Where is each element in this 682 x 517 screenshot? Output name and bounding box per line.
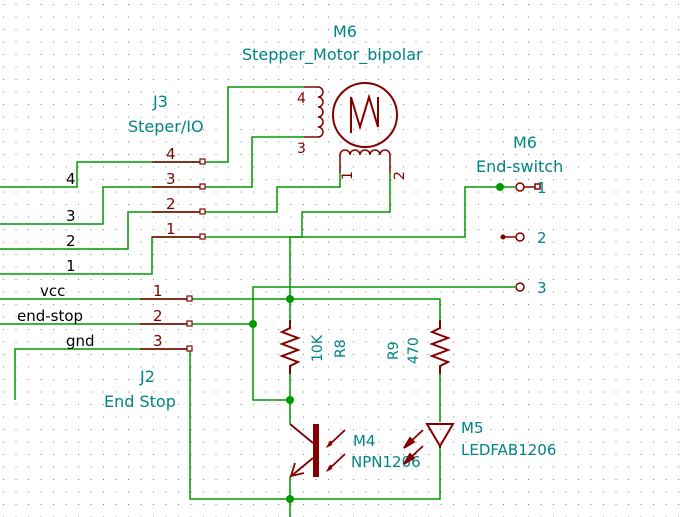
- switch-value: End-switch: [476, 157, 563, 176]
- junction-dot: [249, 320, 257, 328]
- wire-endstop-bus: [190, 286, 515, 325]
- wires: [0, 86, 515, 517]
- pin-square: [186, 345, 193, 352]
- m5-ref: M5: [461, 419, 484, 437]
- net-label-2: 2: [66, 232, 76, 250]
- led-triangle: [425, 423, 455, 448]
- motor-glyph: [350, 93, 379, 133]
- transistor-m4: M4 NPN1206: [289, 423, 421, 478]
- r8-ref: R8: [333, 339, 349, 358]
- j2-pin-3: 3: [153, 332, 163, 350]
- net-label-4: 4: [66, 170, 76, 188]
- motor-pin-2: 2: [392, 171, 408, 180]
- j2-value: End Stop: [104, 392, 176, 411]
- switch-pin-3: 3: [537, 279, 547, 297]
- pin-square: [199, 158, 206, 165]
- j3-pin-3: 3: [166, 170, 176, 188]
- motor-pin-3: 3: [297, 141, 306, 157]
- r9-value: 470: [406, 337, 422, 364]
- net-label-3: 3: [66, 207, 76, 225]
- wire-vcc-bus: [190, 298, 441, 320]
- switch-contact-1: [515, 182, 525, 192]
- j2-ref: J2: [139, 367, 155, 386]
- led-m5: M5 LEDFAB1206: [403, 419, 556, 465]
- pin-square: [186, 320, 193, 327]
- junctions: [249, 183, 504, 503]
- transistor-collector: [289, 423, 314, 444]
- coil-a: [304, 86, 324, 138]
- wire-net-4: [0, 161, 200, 188]
- junction-dot: [286, 295, 294, 303]
- wire-j3-2-motor: [205, 173, 341, 213]
- connector-j2: 1 2 3 J2 End Stop: [104, 282, 193, 411]
- r9-zigzag: [429, 320, 451, 374]
- switch-contact-2: [515, 232, 525, 242]
- motor-pin-1: 1: [340, 171, 356, 180]
- transistor-base-bar: [313, 424, 319, 477]
- r9-ref: R9: [386, 341, 402, 360]
- junction-dot: [286, 495, 294, 503]
- net-label-vcc: vcc: [40, 282, 65, 300]
- wire-net-3: [0, 186, 200, 225]
- stepper-motor: 4 3 1 2 M6 Stepper_Motor_bipolar: [242, 22, 423, 180]
- resistor-r8: 10K R8: [279, 320, 349, 374]
- light-arrow: [325, 453, 346, 473]
- net-label-gnd: gnd: [66, 332, 95, 350]
- switch-pin-1: 1: [537, 179, 547, 197]
- wire-r8-transistor: [252, 324, 291, 401]
- r8-zigzag: [279, 320, 301, 374]
- net-labels: 4 3 2 1 vcc end-stop gnd: [17, 170, 95, 350]
- net-label-1: 1: [66, 257, 76, 275]
- m5-value: LEDFAB1206: [461, 441, 556, 459]
- coil-b: [339, 149, 391, 173]
- connector-j3: 4 3 2 1 J3 Steper/IO: [128, 92, 206, 240]
- junction-dot: [496, 183, 504, 191]
- transistor-emitter: [289, 457, 314, 478]
- motor-ref: M6: [333, 22, 357, 41]
- j2-pin-1: 1: [153, 282, 163, 300]
- motor-body: [332, 82, 398, 148]
- pin-square: [186, 295, 193, 302]
- end-switch: 1 2 3 M6 End-switch: [476, 133, 563, 297]
- j3-pin-1: 1: [166, 220, 176, 238]
- resistor-r9: R9 470: [386, 320, 451, 374]
- switch-ref: M6: [513, 133, 537, 152]
- net-label-end-stop: end-stop: [17, 307, 83, 325]
- wire-j3-3-motor: [205, 136, 304, 188]
- j3-pin-4: 4: [166, 145, 176, 163]
- switch-pin-2: 2: [537, 229, 547, 247]
- wire-gnd-bus: [189, 349, 441, 500]
- motor-value: Stepper_Motor_bipolar: [242, 45, 423, 65]
- wire-j3-1-motor: [205, 173, 391, 238]
- r8-value: 10K: [310, 334, 326, 362]
- pin-square: [199, 208, 206, 215]
- light-arrow: [325, 429, 346, 449]
- j3-pin-2: 2: [166, 195, 176, 213]
- junction-dot: [286, 396, 294, 404]
- j3-value: Steper/IO: [128, 117, 204, 136]
- motor-pin-4: 4: [297, 91, 306, 107]
- wire-j3-4-motor: [205, 86, 304, 163]
- j3-ref: J3: [152, 92, 168, 111]
- pin-square: [199, 183, 206, 190]
- wire-gnd: [14, 348, 187, 400]
- m4-ref: M4: [353, 432, 376, 450]
- emitter-arrow: [289, 462, 305, 478]
- j2-pin-2: 2: [153, 307, 163, 325]
- m4-value: NPN1206: [351, 453, 421, 471]
- switch-contact-3: [515, 282, 525, 292]
- pin-square: [199, 233, 206, 240]
